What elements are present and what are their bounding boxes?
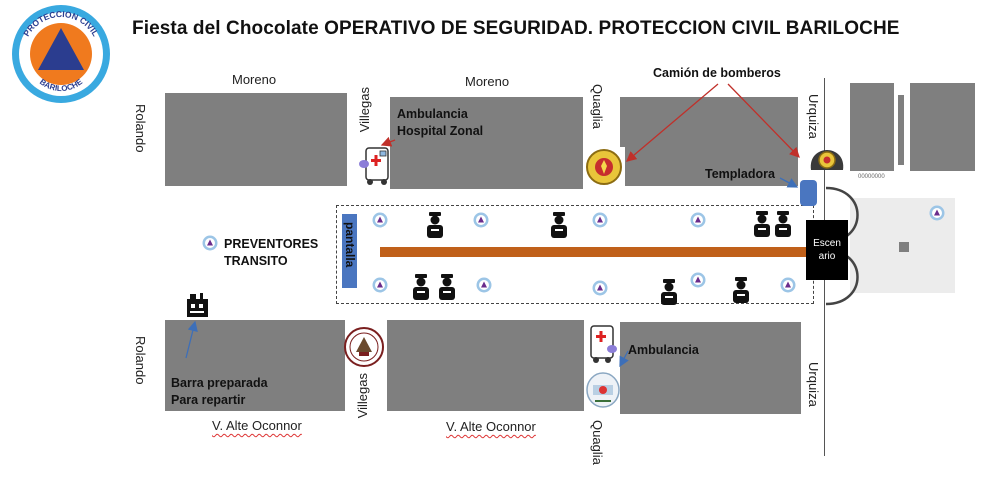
ambulancia-label: Ambulancia (628, 343, 699, 357)
street-urquiza-bottom: Urquiza (806, 362, 821, 407)
logo-triangle (38, 28, 84, 70)
preventores-line1: PREVENTORES (224, 237, 319, 251)
transit-preventor-icon (592, 212, 608, 228)
barra-label: Barra preparada Para repartir (171, 375, 268, 409)
police-guard-icon (551, 212, 567, 238)
street-quaglia-top: Quaglia (590, 84, 605, 129)
street-urquiza-top: Urquiza (806, 94, 821, 139)
escenario (806, 220, 848, 280)
police-guard-icon (754, 211, 770, 237)
ambulancia-hospital-line2: Hospital Zonal (397, 124, 484, 138)
civil-protection-badge-icon (586, 372, 620, 408)
preventores-line2: TRANSITO (224, 254, 288, 268)
transit-preventor-icon (372, 277, 388, 293)
police-guard-icon (733, 277, 749, 303)
ambulance-icon (590, 325, 617, 363)
ambulancia-hospital-line1: Ambulancia (397, 107, 468, 121)
street-alte-oconnor-left: V. Alte Oconnor (212, 418, 302, 433)
arrow-bomberos-right (727, 83, 800, 158)
preventores-label: PREVENTORES TRANSITO (224, 236, 318, 270)
transit-preventor-icon (929, 205, 945, 221)
escenario-label: Escen ario (813, 238, 841, 262)
block-bottom-middle (387, 320, 584, 411)
transit-preventor-icon (476, 277, 492, 293)
street-alte-oconnor-right: V. Alte Oconnor (446, 419, 536, 434)
barra-line1: Barra preparada (171, 376, 268, 390)
police-guard-icon (775, 211, 791, 237)
arrow-templadora (779, 177, 799, 188)
police-badge-icon (344, 327, 384, 367)
transit-preventor-icon (202, 235, 218, 251)
transit-preventor-icon (780, 277, 796, 293)
street-moreno-right: Moreno (465, 74, 510, 89)
transit-preventor-icon (592, 280, 608, 296)
arrow-hospital-ambulance (380, 136, 396, 147)
arrow-bomberos-left (626, 83, 719, 162)
block-top-left (165, 93, 347, 186)
police-guard-icon (439, 274, 455, 300)
page-title: Fiesta del Chocolate OPERATIVO DE SEGURI… (132, 18, 900, 39)
transit-preventor-icon (690, 272, 706, 288)
proteccion-civil-logo: PROTECCION CIVIL BARILOCHE (12, 5, 110, 103)
ambulancia-hospital-label: Ambulancia Hospital Zonal (397, 106, 483, 140)
arrow-ambulancia (619, 350, 629, 368)
building-caption: 00000000 (858, 174, 885, 180)
building-right-b (898, 95, 904, 165)
block-bottom-left (165, 320, 345, 411)
camion-bomberos-label: Camión de bomberos (653, 66, 781, 80)
firefighter-badge-icon (810, 150, 844, 170)
block-top-middle (390, 97, 583, 189)
transit-preventor-icon (473, 212, 489, 228)
barra-line2: Para repartir (171, 393, 246, 407)
bar-icon (187, 293, 208, 317)
building-right-c (910, 83, 975, 171)
street-rolando-top: Rolando (133, 104, 148, 153)
street-quaglia-bottom: Quaglia (590, 420, 605, 465)
police-guard-icon (413, 274, 429, 300)
street-rolando-bottom: Rolando (133, 336, 148, 385)
pantalla (342, 214, 357, 288)
arrow-barra (185, 320, 198, 359)
firefighter-badge-icon (583, 147, 625, 187)
police-guard-icon (427, 212, 443, 238)
transit-preventor-icon (690, 212, 706, 228)
building-right-a (850, 83, 894, 171)
templadora-tank-icon (800, 180, 817, 206)
block-bottom-right (620, 322, 801, 414)
street-moreno-left: Moreno (232, 72, 277, 87)
pantalla-label: pantalla (343, 222, 357, 268)
templadora-label: Templadora (705, 167, 775, 181)
small-structure (899, 242, 909, 252)
transit-preventor-icon (372, 212, 388, 228)
stage-runway (380, 247, 810, 257)
police-guard-icon (661, 279, 677, 305)
ambulance-icon (359, 147, 389, 185)
